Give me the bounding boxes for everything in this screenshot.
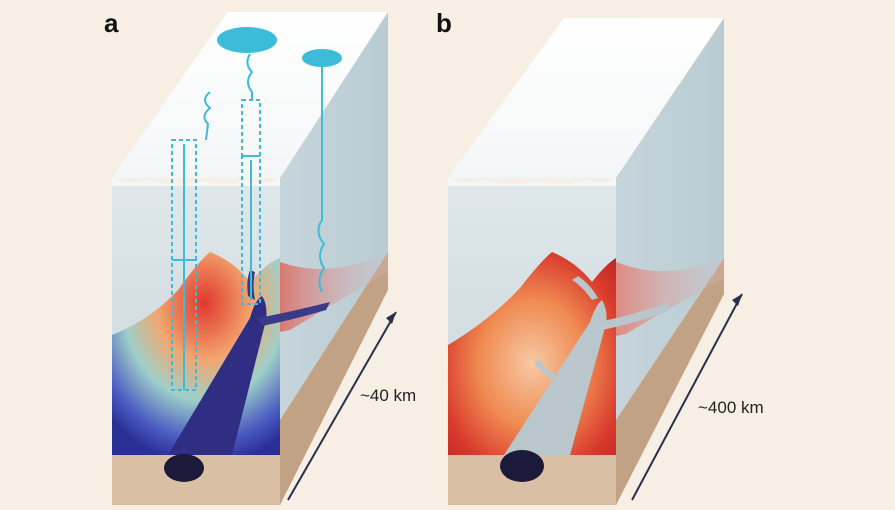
panel-b-arrowhead-icon: [732, 294, 742, 306]
panel-a-arrowhead-icon: [386, 312, 396, 324]
panel-b-scale-label: ~400 km: [698, 398, 764, 417]
panel-a-conduit-branch: [258, 302, 330, 326]
panel-a-water-features: [171, 27, 342, 391]
panel-a-scale-arrow: [287, 311, 397, 501]
lake-small-icon: [302, 49, 342, 67]
panel-a-block: [112, 12, 397, 506]
panel-a-label: a: [104, 8, 119, 38]
panel-b-conduit-branch-up: [572, 276, 598, 300]
panel-a-conduit: [168, 296, 267, 455]
panel-b-block: [448, 18, 743, 506]
panel-b-label: b: [436, 8, 452, 38]
panel-b-conduit-branch: [598, 302, 670, 330]
panel-b-scale-arrow: [631, 293, 743, 501]
panel-b-conduit-branch-left: [534, 360, 556, 380]
panel-b-ocean-core: [500, 450, 544, 482]
lake-large-icon: [217, 27, 277, 53]
panel-b-snow-surface: [448, 18, 724, 178]
panel-a-ocean-core: [164, 454, 204, 482]
panel-a-scale-label: ~40 km: [360, 386, 417, 405]
panel-a-bedrock-side: [280, 252, 388, 505]
panel-b-conduit: [504, 300, 607, 455]
panel-b-bedrock-side: [616, 258, 724, 505]
